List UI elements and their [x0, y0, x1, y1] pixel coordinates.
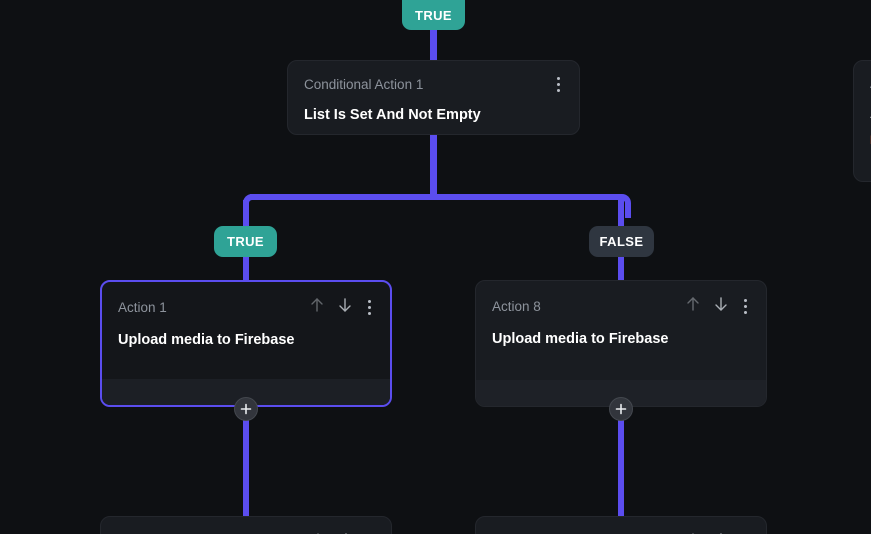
connector-false-card-to-next: [618, 406, 624, 516]
connector-true-card-to-next: [243, 406, 249, 516]
arrow-up-icon[interactable]: [685, 295, 701, 318]
add-action-button-true-branch[interactable]: [234, 397, 258, 421]
conditional-action-card[interactable]: Conditional Action 1 List Is Set And Not…: [287, 60, 580, 135]
action-card-bottom-left-partial[interactable]: [100, 516, 392, 534]
conditional-card-label: Conditional Action 1: [304, 76, 424, 92]
action-card-right-body: A A I: [854, 61, 871, 148]
arrow-down-icon[interactable]: [337, 296, 353, 319]
action-card-false-branch[interactable]: Action 8: [475, 280, 767, 407]
badge-branch-true-label: TRUE: [227, 234, 264, 249]
action-card-true-icons: [309, 296, 374, 319]
badge-top-true[interactable]: TRUE: [402, 0, 465, 30]
connector-conditional-to-branch: [430, 135, 437, 197]
connector-elbow-false: [611, 194, 631, 218]
action-card-false-title: Upload media to Firebase: [492, 331, 669, 347]
add-action-button-false-branch[interactable]: [609, 397, 633, 421]
action-card-false-header: Action 8: [492, 295, 750, 318]
badge-branch-false-label: FALSE: [599, 234, 644, 249]
action-card-false-icons: [685, 295, 750, 318]
arrow-down-icon[interactable]: [713, 295, 729, 318]
action-card-bottom-right-partial[interactable]: [475, 516, 767, 534]
connector-branch-bus: [250, 194, 620, 200]
connector-top-to-conditional: [430, 28, 437, 61]
action-card-true-branch[interactable]: Action 1: [100, 280, 392, 407]
action-card-true-title: Upload media to Firebase: [118, 332, 295, 348]
badge-branch-false[interactable]: FALSE: [589, 226, 654, 257]
action-card-bottom-right-body: [476, 517, 766, 534]
action-card-true-header: Action 1: [118, 296, 374, 319]
kebab-menu-icon[interactable]: [554, 75, 563, 94]
action-card-true-body: Action 1: [102, 282, 390, 350]
conditional-card-body: Conditional Action 1 List Is Set And Not…: [288, 61, 579, 125]
conditional-card-title: List Is Set And Not Empty: [304, 107, 481, 123]
action-card-true-label: Action 1: [118, 299, 167, 315]
kebab-menu-icon[interactable]: [365, 298, 374, 317]
conditional-card-header: Conditional Action 1: [304, 75, 563, 94]
action-card-right-clipped[interactable]: A A I: [853, 60, 871, 182]
action-card-bottom-left-body: [101, 517, 391, 534]
action-card-false-label: Action 8: [492, 298, 541, 314]
badge-top-true-label: TRUE: [415, 7, 452, 23]
kebab-menu-icon[interactable]: [741, 297, 750, 316]
badge-branch-true[interactable]: TRUE: [214, 226, 277, 257]
arrow-up-icon[interactable]: [309, 296, 325, 319]
action-card-false-body: Action 8: [476, 281, 766, 349]
